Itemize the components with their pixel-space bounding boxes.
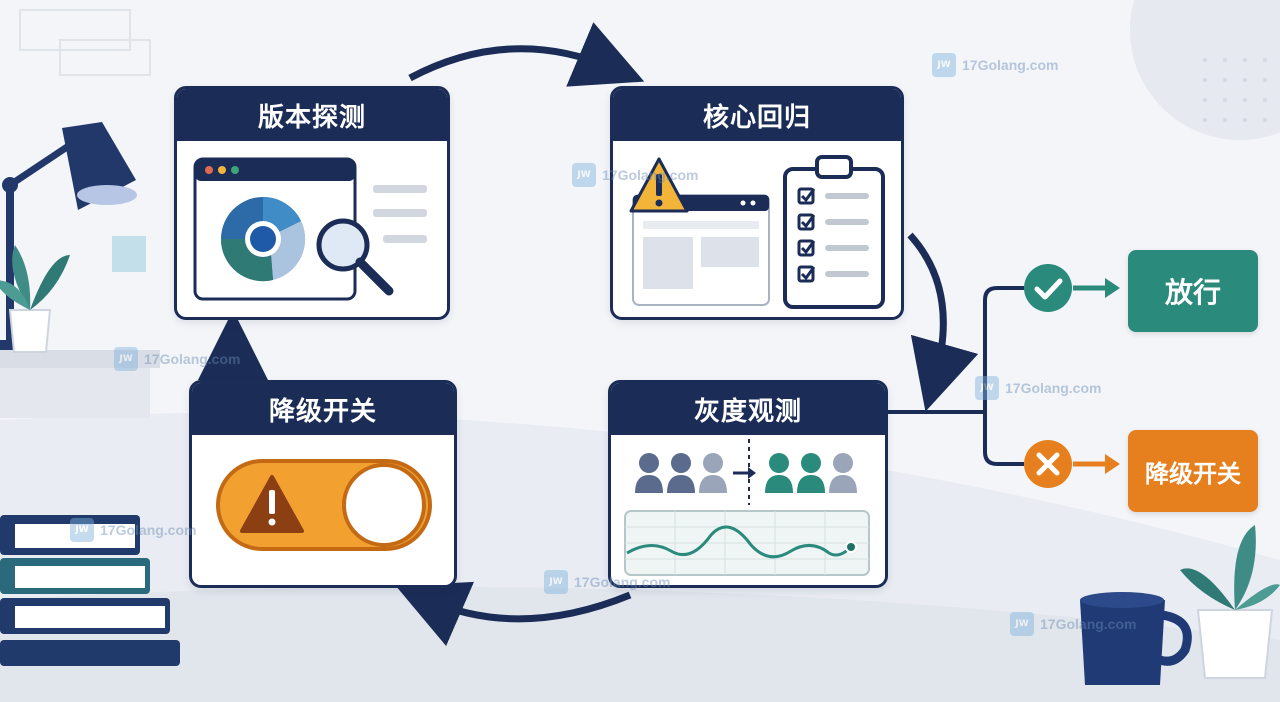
step-card-gray-observe: 灰度观测 — [608, 380, 888, 588]
watermark-text: 17Golang.com — [962, 57, 1059, 73]
plant-left — [0, 245, 70, 353]
books-icon — [0, 515, 180, 666]
checklist-icon — [613, 141, 901, 317]
plant-right — [1180, 525, 1280, 679]
watermark-logo-icon: JW — [70, 518, 94, 542]
outcome-pass: 放行 — [1128, 250, 1258, 332]
watermark-logo-icon: JW — [975, 376, 999, 400]
watermark-logo-icon: JW — [1010, 612, 1034, 636]
outcome-degrade: 降级开关 — [1128, 430, 1258, 512]
watermark: JW 17Golang.com — [572, 163, 698, 187]
step-title: 降级开关 — [192, 383, 454, 435]
watermark: JW 17Golang.com — [70, 518, 196, 542]
watermark: JW 17Golang.com — [1010, 612, 1136, 636]
step-card-core-regression: 核心回归 — [610, 86, 904, 320]
watermark-text: 17Golang.com — [1005, 380, 1102, 396]
mug-icon — [1080, 592, 1192, 685]
step-card-version-probe: 版本探测 — [174, 86, 450, 320]
check-circle-icon — [1024, 264, 1072, 312]
browser-search-icon — [177, 141, 447, 317]
x-circle-icon — [1024, 440, 1072, 488]
step-title: 灰度观测 — [611, 383, 885, 435]
watermark-logo-icon: JW — [544, 570, 568, 594]
user-rollout-icon — [611, 435, 885, 585]
watermark-text: 17Golang.com — [574, 574, 671, 590]
watermark-text: 17Golang.com — [144, 351, 241, 367]
step-title: 核心回归 — [613, 89, 901, 141]
watermark-text: 17Golang.com — [602, 167, 699, 183]
warning-toggle-icon — [192, 435, 454, 585]
watermark: JW 17Golang.com — [544, 570, 670, 594]
watermark-logo-icon: JW — [572, 163, 596, 187]
watermark-logo-icon: JW — [114, 347, 138, 371]
watermark-text: 17Golang.com — [100, 522, 197, 538]
step-title: 版本探测 — [177, 89, 447, 141]
watermark: JW 17Golang.com — [975, 376, 1101, 400]
watermark-logo-icon: JW — [932, 53, 956, 77]
watermark-text: 17Golang.com — [1040, 616, 1137, 632]
step-card-degrade-switch: 降级开关 — [189, 380, 457, 588]
watermark: JW 17Golang.com — [114, 347, 240, 371]
watermark: JW 17Golang.com — [932, 53, 1058, 77]
